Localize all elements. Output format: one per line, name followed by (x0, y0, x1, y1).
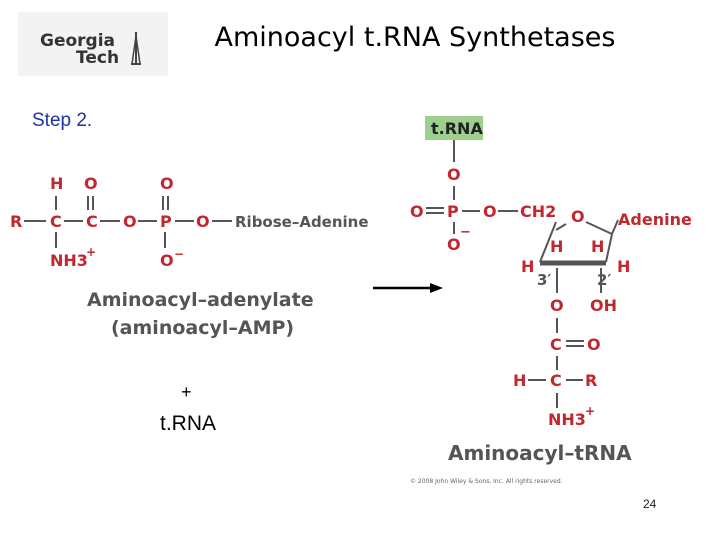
slide-title: Aminoacyl t.RNA Synthetases (214, 22, 616, 53)
atom-o: O (447, 235, 461, 254)
step-label: Step 2. (32, 110, 93, 131)
amino-group: NH3 (548, 410, 586, 429)
aminoacyl-adenylate-structure: H O O R C C O P O Ribose–Adenine NH3 + O… (10, 174, 369, 339)
atom-o: O (483, 202, 497, 221)
atom-p: P (447, 202, 459, 221)
atom-o: O (550, 296, 564, 315)
atom-h: H (50, 174, 63, 193)
atom-c: C (50, 212, 62, 231)
carbonyl-oxygen: O (587, 335, 601, 354)
plus-sign: + (181, 382, 192, 402)
aminoacyl-trna-name: Aminoacyl–tRNA (448, 441, 632, 465)
atom-o: O (160, 174, 174, 193)
aminoacyl-trna-structure: t.RNA O O P O O − CH2 O Adenine H H H H … (410, 116, 692, 485)
carbonyl-carbon: C (550, 335, 562, 354)
ring-oxygen: O (571, 207, 585, 226)
carbon-3-prime: 3′ (537, 271, 551, 289)
atom-c: C (86, 212, 98, 231)
atom-o: O (447, 165, 461, 184)
reaction-arrow (373, 283, 443, 293)
aminoacyl-amp-name: (aminoacyl–AMP) (111, 317, 294, 339)
logo-line1: Georgia (40, 31, 115, 51)
atom-o: O (160, 251, 174, 270)
carbon-2-prime: 2′ (597, 271, 611, 289)
adenine-label: Adenine (618, 210, 692, 229)
atom-o: O (410, 202, 424, 221)
georgia-tech-logo: Georgia Tech (18, 12, 168, 76)
atom-o: O (84, 174, 98, 193)
atom-h: H (521, 257, 534, 276)
atom-h: H (513, 371, 526, 390)
charge-plus: + (585, 404, 595, 418)
atom-p: P (160, 212, 172, 231)
hydroxyl-group: OH (590, 296, 617, 315)
page-number: 24 (643, 497, 657, 511)
atom-o: O (196, 212, 210, 231)
copyright-notice: © 2008 John Wiley & Sons, Inc. All right… (410, 478, 563, 485)
atom-o: O (123, 212, 137, 231)
atom-h: H (550, 237, 563, 256)
charge-minus: − (460, 225, 471, 240)
charge-minus: − (174, 247, 184, 261)
atom-nh3: NH3 (50, 251, 88, 270)
logo-tower-icon (131, 32, 141, 65)
trna-tag-label: t.RNA (431, 119, 483, 138)
ribose-adenine-label: Ribose–Adenine (235, 213, 369, 231)
atom-h: H (617, 257, 630, 276)
alpha-carbon: C (550, 371, 562, 390)
atom-r: R (10, 212, 22, 231)
atom-h: H (591, 237, 604, 256)
charge-plus: + (86, 245, 96, 259)
trna-label: t.RNA (160, 412, 217, 435)
logo-line2: Tech (76, 48, 119, 68)
atom-r: R (585, 371, 597, 390)
trna-tag (425, 116, 483, 140)
ch2-group: CH2 (520, 202, 556, 221)
aminoacyl-adenylate-name: Aminoacyl–adenylate (87, 289, 314, 311)
